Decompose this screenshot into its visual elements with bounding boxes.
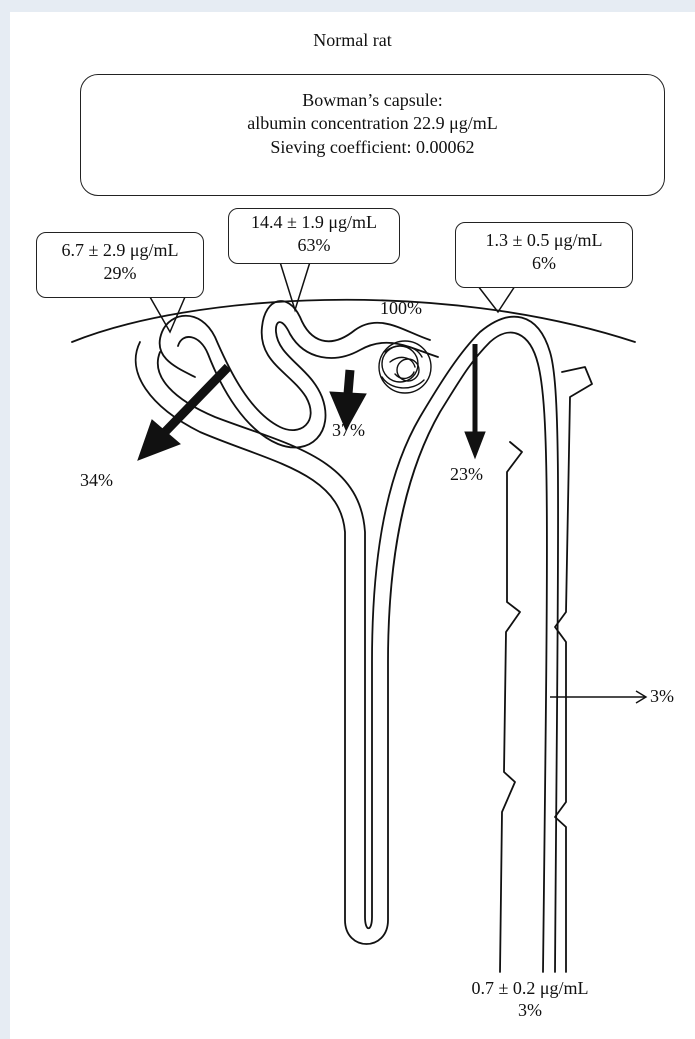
urine-percent: 3% (440, 1000, 620, 1022)
urine-output: 0.7 ± 0.2 μg/mL 3% (440, 978, 620, 1021)
reabsorption-right-label: 23% (450, 464, 483, 485)
callout-left-conc: 6.7 ± 2.9 μg/mL (37, 239, 203, 262)
reabsorption-left-label: 34% (80, 470, 113, 491)
callout-right-conc: 1.3 ± 0.5 μg/mL (456, 229, 632, 252)
callout-left-pct: 29% (37, 262, 203, 285)
collecting-duct (500, 442, 522, 972)
callout-middle-pct: 63% (229, 234, 399, 257)
bowman-sieving: Sieving coefficient: 0.00062 (81, 136, 664, 159)
reabsorption-middle-label: 37% (332, 420, 365, 441)
cortex-boundary (72, 300, 635, 342)
collecting-duct-label: 3% (650, 686, 674, 707)
collecting-arrow (550, 691, 646, 703)
bowman-capsule-box: Bowman’s capsule: albumin concentration … (80, 74, 665, 196)
callout-middle-conc: 14.4 ± 1.9 μg/mL (229, 211, 399, 234)
figure-panel: Normal rat Bowman’s capsule: albumin con… (10, 12, 695, 1039)
glomerulus-label: 100% (380, 298, 422, 319)
callout-left: 6.7 ± 2.9 μg/mL 29% (36, 232, 204, 298)
urine-concentration: 0.7 ± 0.2 μg/mL (440, 978, 620, 1000)
callout-right-pct: 6% (456, 252, 632, 275)
bowman-concentration: albumin concentration 22.9 μg/mL (81, 112, 664, 135)
diagram-title: Normal rat (10, 30, 695, 52)
callout-right: 1.3 ± 0.5 μg/mL 6% (455, 222, 633, 288)
glomerulus (379, 341, 431, 393)
callout-middle: 14.4 ± 1.9 μg/mL 63% (228, 208, 400, 264)
bowman-title: Bowman’s capsule: (81, 89, 664, 112)
